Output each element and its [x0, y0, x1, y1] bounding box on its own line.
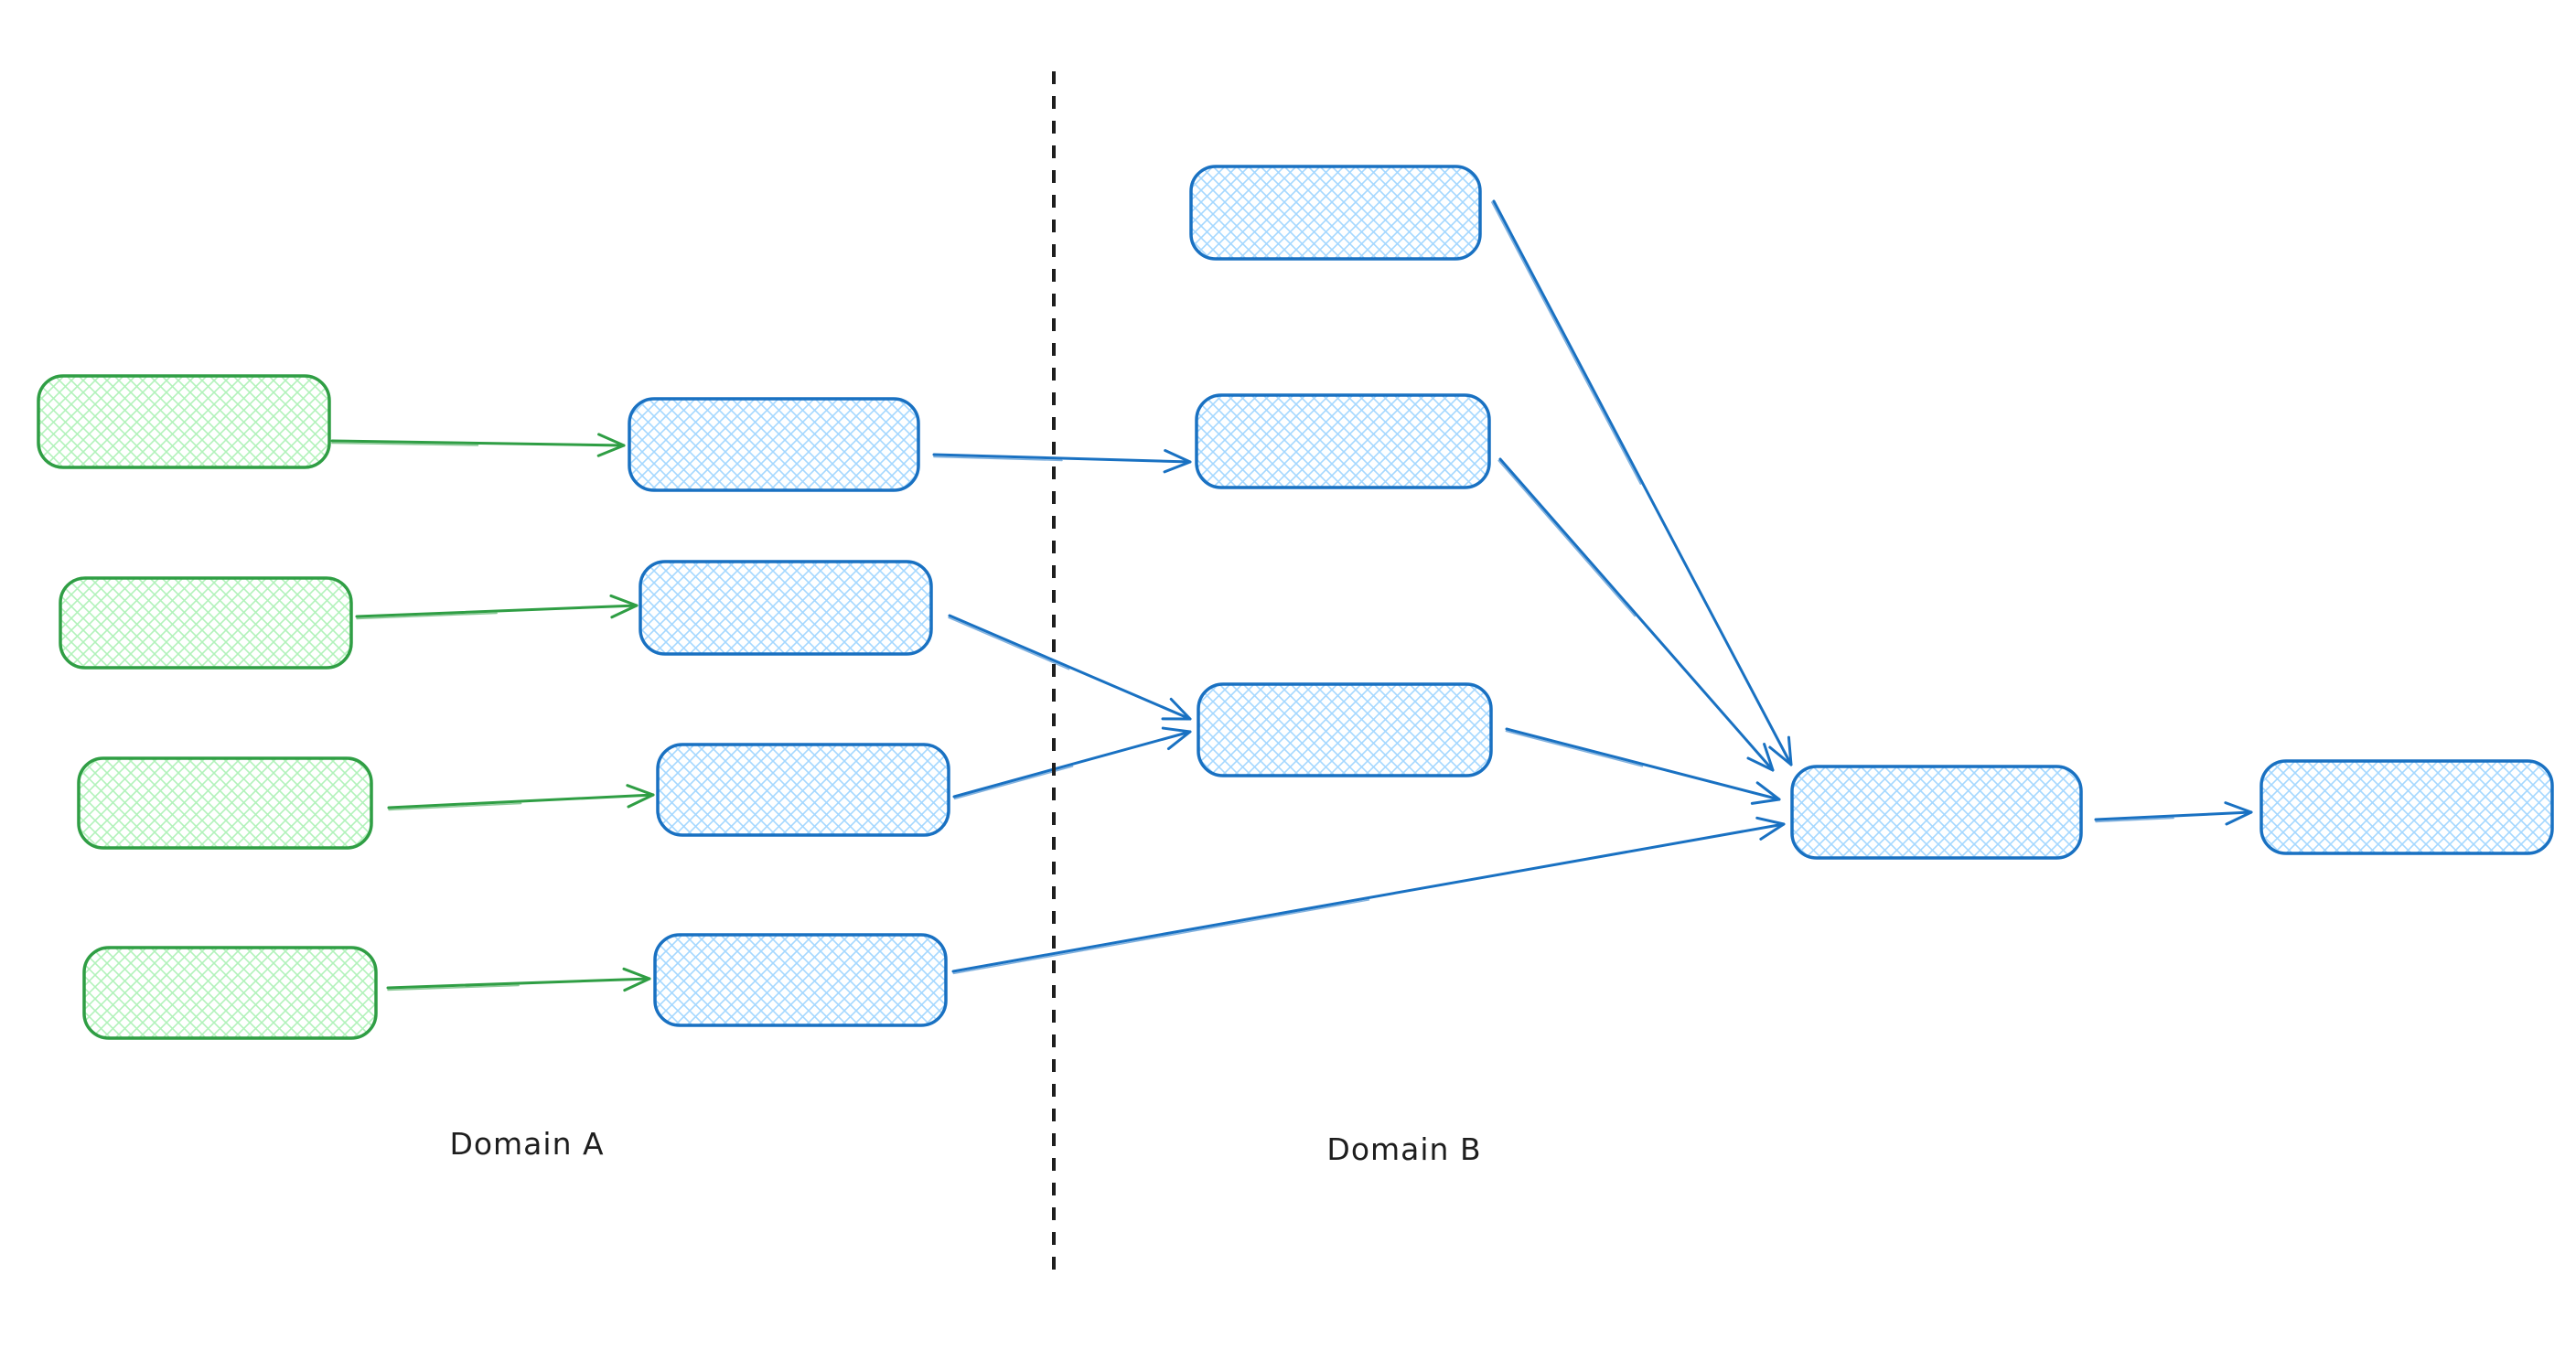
edge-line: [948, 614, 1192, 721]
node-domain-a-node-2[interactable]: [639, 560, 933, 656]
edge-line: [386, 977, 651, 990]
edge-line: [2094, 810, 2253, 821]
node-domain-b-node-3[interactable]: [1197, 682, 1493, 777]
edge-sketch-stroke: [952, 899, 1370, 975]
domain-a-label[interactable]: Domain A: [449, 1126, 604, 1162]
edge-line: [952, 730, 1192, 799]
edge-arrow-source4-to-a4[interactable]: [386, 967, 651, 992]
arrowhead-icon: [626, 784, 655, 809]
edge-line: [1505, 727, 1781, 801]
node-domain-a-node-1[interactable]: [628, 397, 920, 492]
edge-arrow-a1-to-b2[interactable]: [932, 449, 1192, 474]
edge-arrow-b1-to-hub[interactable]: [1491, 199, 1793, 766]
edge-arrow-a4-to-hub[interactable]: [951, 816, 1786, 975]
node-domain-b-output[interactable]: [2259, 759, 2554, 855]
edge-line: [1498, 457, 1775, 772]
arrowhead-icon: [1161, 697, 1192, 721]
node-domain-a-source-4[interactable]: [82, 946, 378, 1040]
edge-line: [932, 453, 1192, 464]
edge-line: [355, 604, 639, 618]
domain-b-label[interactable]: Domain B: [1326, 1131, 1481, 1167]
edge-line: [1492, 199, 1793, 766]
arrowhead-icon: [1768, 735, 1793, 766]
edge-arrow-b2-to-hub[interactable]: [1497, 457, 1775, 772]
node-domain-a-source-2[interactable]: [59, 576, 353, 670]
arrowhead-icon: [2224, 801, 2253, 826]
node-domain-a-source-1[interactable]: [37, 374, 331, 469]
edge-sketch-stroke: [356, 612, 498, 620]
edge-sketch-stroke: [331, 442, 479, 446]
edge-arrow-source3-to-a3[interactable]: [387, 784, 655, 811]
edge-sketch-stroke: [1497, 459, 1636, 617]
node-domain-a-node-3[interactable]: [656, 743, 950, 837]
arrowhead-icon: [622, 967, 651, 992]
edge-arrow-a2-to-b3[interactable]: [948, 614, 1192, 721]
edge-sketch-stroke: [388, 802, 522, 811]
arrowhead-icon: [596, 433, 626, 457]
edge-line: [951, 822, 1786, 973]
node-domain-b-node-2[interactable]: [1195, 393, 1491, 489]
edge-sketch-stroke: [948, 616, 1070, 670]
edge-line: [387, 793, 655, 809]
arrowhead-icon: [1755, 816, 1786, 841]
edge-sketch-stroke: [2095, 817, 2174, 823]
arrowhead-icon: [1161, 726, 1192, 751]
node-domain-a-node-4[interactable]: [653, 933, 948, 1027]
edges-layer: [330, 199, 2253, 992]
arrowhead-icon: [1750, 781, 1781, 805]
edge-arrow-b3-to-hub[interactable]: [1505, 727, 1781, 805]
edge-arrow-source2-to-a2[interactable]: [355, 594, 639, 620]
edge-arrow-source1-to-a1[interactable]: [330, 433, 626, 457]
edge-line: [330, 439, 626, 447]
edge-sketch-stroke: [387, 984, 520, 991]
edge-sketch-stroke: [1491, 201, 1642, 485]
edge-sketch-stroke: [933, 456, 1063, 462]
node-domain-b-hub[interactable]: [1790, 765, 2083, 860]
node-domain-b-node-1[interactable]: [1189, 165, 1482, 261]
edge-sketch-stroke: [1505, 730, 1644, 767]
edge-arrow-hub-to-output[interactable]: [2094, 801, 2253, 826]
arrowhead-icon: [1163, 449, 1192, 474]
arrowhead-icon: [1746, 743, 1775, 772]
node-domain-a-source-3[interactable]: [77, 756, 373, 850]
nodes-layer: [37, 165, 2554, 1040]
arrowhead-icon: [609, 594, 639, 619]
